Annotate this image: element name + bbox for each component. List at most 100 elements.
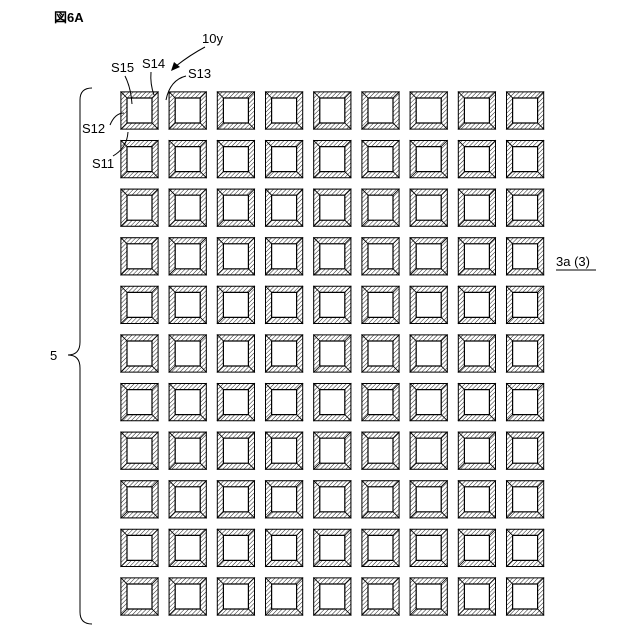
cell (410, 384, 447, 421)
cell (507, 286, 544, 323)
cell (410, 189, 447, 226)
cell-bevel-left (266, 481, 272, 518)
cell-inner-face (320, 438, 345, 463)
cell (314, 384, 351, 421)
cell-bevel-left (314, 481, 320, 518)
cell (169, 578, 206, 615)
cell (266, 92, 303, 129)
cell-inner-face (368, 147, 393, 172)
label-s13: S13 (188, 66, 211, 81)
cell (169, 92, 206, 129)
cell-bevel-left (266, 529, 272, 566)
cell-inner-face (416, 292, 441, 317)
cell (314, 529, 351, 566)
cell-bevel-left (217, 384, 223, 421)
cell (458, 335, 495, 372)
cell-bevel-left (121, 432, 127, 469)
cell-bevel-left (314, 92, 320, 129)
cell (362, 189, 399, 226)
cell-inner-face (320, 147, 345, 172)
cell-inner-face (513, 292, 538, 317)
cell-inner-face (368, 487, 393, 512)
cell (266, 286, 303, 323)
cell-bevel-left (217, 141, 223, 178)
cell-inner-face (320, 487, 345, 512)
label-s11: S11 (92, 156, 114, 171)
cell-bevel-left (266, 141, 272, 178)
cell (458, 529, 495, 566)
cell-inner-face (416, 438, 441, 463)
cell-bevel-left (217, 481, 223, 518)
cell-inner-face (175, 390, 200, 415)
cell (314, 189, 351, 226)
cell-bevel-left (362, 578, 368, 615)
cell (410, 335, 447, 372)
cell (362, 92, 399, 129)
cell-bevel-left (121, 286, 127, 323)
cell (362, 578, 399, 615)
cell (217, 578, 254, 615)
cell-inner-face (127, 292, 152, 317)
cell-bevel-left (507, 432, 513, 469)
cell-inner-face (513, 98, 538, 123)
cell-inner-face (223, 487, 248, 512)
cell-bevel-left (458, 432, 464, 469)
cell-bevel-left (410, 335, 416, 372)
cell (410, 529, 447, 566)
cell-inner-face (416, 195, 441, 220)
cell-inner-face (320, 292, 345, 317)
cell-bevel-left (121, 384, 127, 421)
cell-bevel-left (362, 432, 368, 469)
cell-bevel-left (410, 92, 416, 129)
cell-inner-face (272, 584, 297, 609)
cell-inner-face (223, 147, 248, 172)
cell-bevel-left (266, 238, 272, 275)
cell (217, 189, 254, 226)
cell-bevel-left (410, 238, 416, 275)
cell (410, 578, 447, 615)
cell-inner-face (464, 244, 489, 269)
cell-bevel-left (458, 189, 464, 226)
cell (314, 238, 351, 275)
cell-bevel-left (169, 238, 175, 275)
cell-bevel-left (266, 384, 272, 421)
cell-inner-face (464, 535, 489, 560)
cell-bevel-left (507, 286, 513, 323)
cell-bevel-left (169, 141, 175, 178)
cell-bevel-left (314, 189, 320, 226)
cell (217, 238, 254, 275)
cell-inner-face (513, 244, 538, 269)
cell-bevel-left (169, 384, 175, 421)
cell (458, 578, 495, 615)
cell (169, 141, 206, 178)
cell (314, 92, 351, 129)
cell (121, 529, 158, 566)
cell-inner-face (464, 390, 489, 415)
cell (266, 578, 303, 615)
cell-inner-face (223, 244, 248, 269)
cell (169, 432, 206, 469)
cell-inner-face (127, 390, 152, 415)
cell (507, 578, 544, 615)
cell (121, 189, 158, 226)
cell-inner-face (127, 584, 152, 609)
cell (169, 238, 206, 275)
cell (217, 335, 254, 372)
cell-inner-face (175, 535, 200, 560)
cell-bevel-left (169, 286, 175, 323)
cell-inner-face (320, 535, 345, 560)
cell-bevel-left (314, 286, 320, 323)
cell (121, 92, 158, 129)
cell (362, 238, 399, 275)
cell-inner-face (464, 584, 489, 609)
cell-bevel-left (266, 335, 272, 372)
cell-inner-face (416, 584, 441, 609)
cell (458, 481, 495, 518)
cell (458, 238, 495, 275)
cell-inner-face (223, 195, 248, 220)
cell-inner-face (272, 535, 297, 560)
label-10y: 10y (202, 31, 223, 46)
cell (217, 141, 254, 178)
cell (507, 141, 544, 178)
cell-bevel-left (410, 286, 416, 323)
